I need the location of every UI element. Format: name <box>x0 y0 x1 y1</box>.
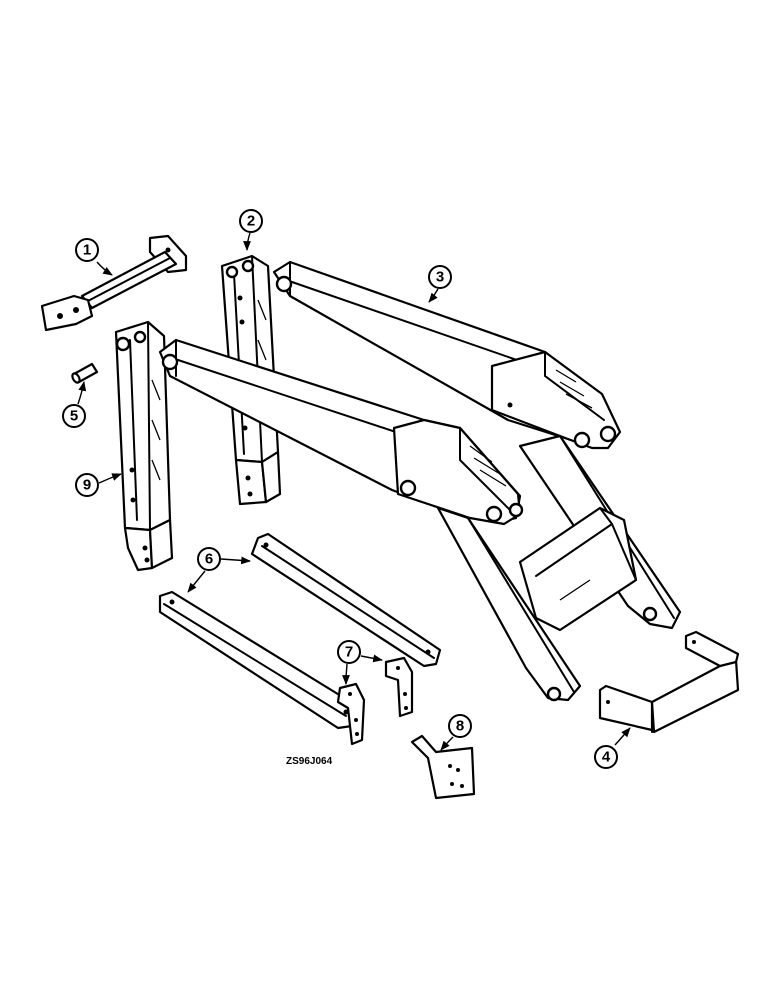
figure-code: ZS96J064 <box>286 756 333 767</box>
svg-text:6: 6 <box>205 551 213 568</box>
svg-text:2: 2 <box>247 213 255 230</box>
part-6-angle-rails <box>158 532 442 730</box>
part-4-guard <box>598 630 740 734</box>
svg-text:1: 1 <box>83 242 91 259</box>
part-9-mount-post <box>114 320 174 572</box>
part-7-brackets <box>336 656 414 746</box>
callout-2: 2 <box>239 209 263 251</box>
svg-text:4: 4 <box>602 749 611 766</box>
svg-text:5: 5 <box>70 408 78 425</box>
svg-text:8: 8 <box>456 718 464 735</box>
svg-text:3: 3 <box>436 269 444 286</box>
callout-9: 9 <box>75 473 122 497</box>
callout-6: 6 <box>187 547 251 593</box>
callout-8: 8 <box>440 714 472 751</box>
part-5-pin <box>71 362 99 384</box>
part-1-cross-tube <box>40 234 188 332</box>
callout-7: 7 <box>337 640 383 685</box>
callout-3: 3 <box>428 265 452 303</box>
callout-1: 1 <box>75 238 113 276</box>
part-3-boom-frame <box>158 260 682 702</box>
svg-text:7: 7 <box>345 644 353 661</box>
part-8-plate <box>410 734 476 800</box>
svg-text:9: 9 <box>83 477 91 494</box>
callout-5: 5 <box>62 381 87 428</box>
callout-4: 4 <box>594 727 631 769</box>
